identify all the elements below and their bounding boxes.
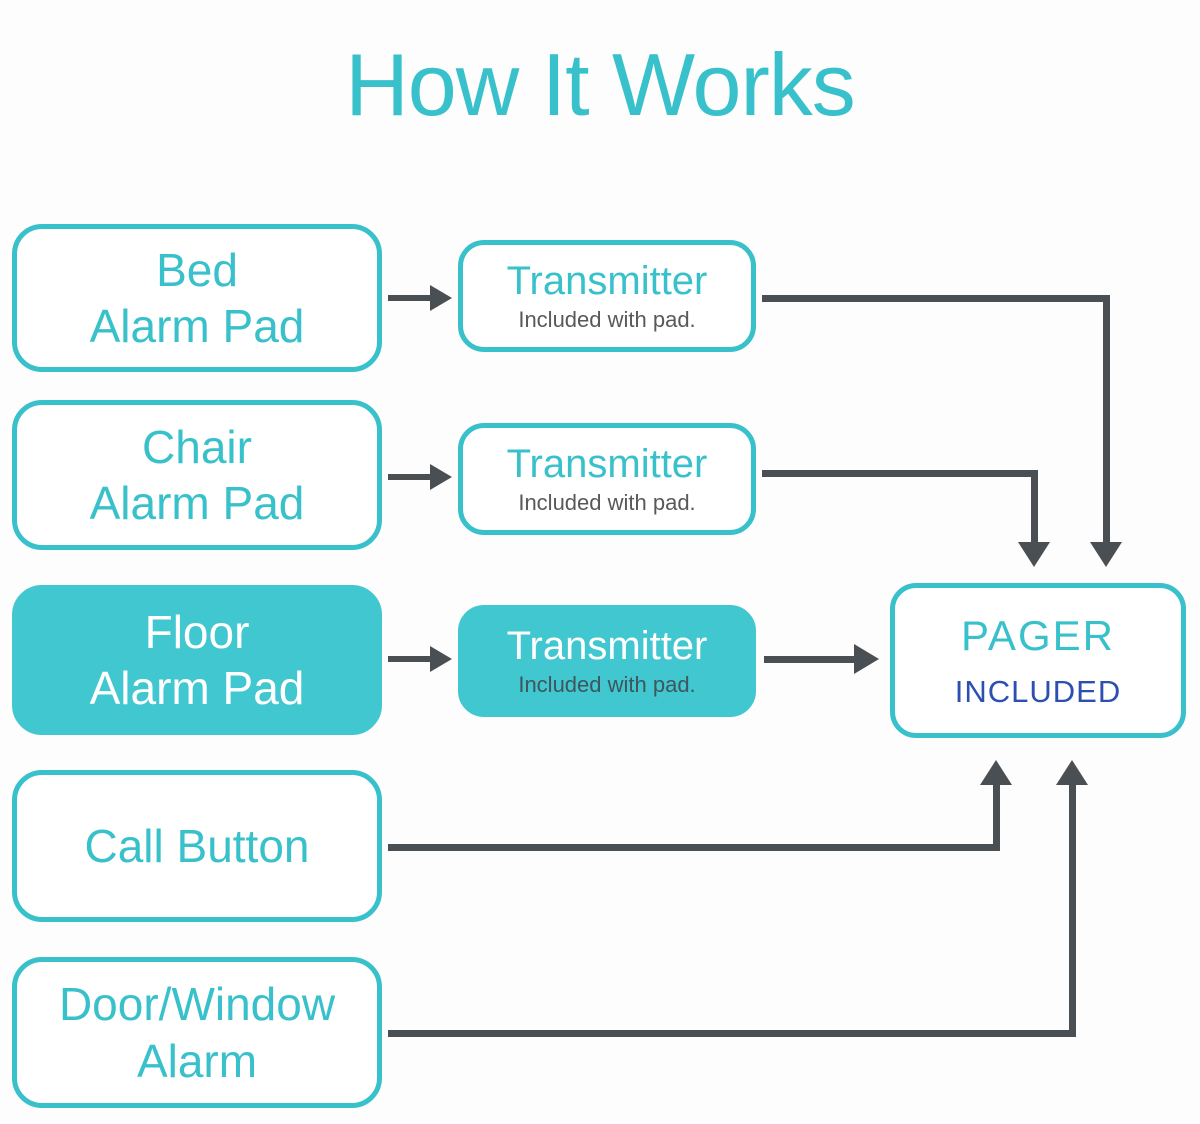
pager-included-label: INCLUDED	[954, 673, 1122, 709]
transmitter-label: Transmitter	[506, 259, 708, 303]
node-label-line: Alarm Pad	[89, 300, 305, 352]
arrowhead-right-icon	[430, 285, 452, 311]
arrow-line	[388, 295, 432, 301]
arrow-line	[388, 844, 1000, 851]
arrowhead-down-icon	[1018, 542, 1050, 567]
node-bed-alarm-pad: Bed Alarm Pad	[12, 224, 382, 372]
node-floor-alarm-pad: Floor Alarm Pad	[12, 585, 382, 735]
node-label-line: Alarm	[136, 1034, 258, 1087]
node-chair-alarm-pad: Chair Alarm Pad	[12, 400, 382, 550]
node-transmitter-3: Transmitter Included with pad.	[458, 605, 756, 717]
page-title: How It Works	[345, 35, 856, 134]
arrowhead-right-icon	[430, 464, 452, 490]
arrowhead-right-icon	[854, 644, 879, 674]
arrow-line	[764, 656, 856, 663]
arrow-line	[388, 474, 432, 480]
arrow-line	[1031, 470, 1038, 545]
pager-label: PAGER	[961, 611, 1115, 659]
node-label-line: Bed	[156, 243, 238, 296]
arrowhead-down-icon	[1090, 542, 1122, 567]
arrow-line	[388, 1030, 1076, 1037]
arrow-line	[1069, 785, 1076, 1037]
node-label-line: Call Button	[84, 819, 310, 872]
node-call-button: Call Button	[12, 770, 382, 922]
arrow-line	[993, 785, 1000, 851]
node-label-line: Alarm Pad	[89, 662, 305, 714]
arrow-line	[762, 470, 1038, 477]
node-label-line: Floor	[144, 605, 250, 658]
transmitter-note: Included with pad.	[518, 490, 696, 515]
arrowhead-up-icon	[980, 760, 1012, 785]
node-label-line: Alarm Pad	[89, 477, 305, 529]
transmitter-note: Included with pad.	[518, 672, 696, 697]
node-label-line: Door/Window	[58, 978, 336, 1031]
arrowhead-right-icon	[430, 646, 452, 672]
arrow-line	[1103, 295, 1110, 545]
node-door-window-alarm: Door/Window Alarm	[12, 957, 382, 1108]
node-pager: PAGER INCLUDED	[890, 583, 1186, 738]
arrowhead-up-icon	[1056, 760, 1088, 785]
node-transmitter-1: Transmitter Included with pad.	[458, 240, 756, 352]
transmitter-label: Transmitter	[506, 442, 708, 486]
transmitter-note: Included with pad.	[518, 307, 696, 332]
node-label-line: Chair	[142, 420, 252, 473]
node-transmitter-2: Transmitter Included with pad.	[458, 423, 756, 535]
arrow-line	[762, 295, 1110, 302]
transmitter-label: Transmitter	[506, 624, 708, 668]
arrow-line	[388, 656, 432, 662]
